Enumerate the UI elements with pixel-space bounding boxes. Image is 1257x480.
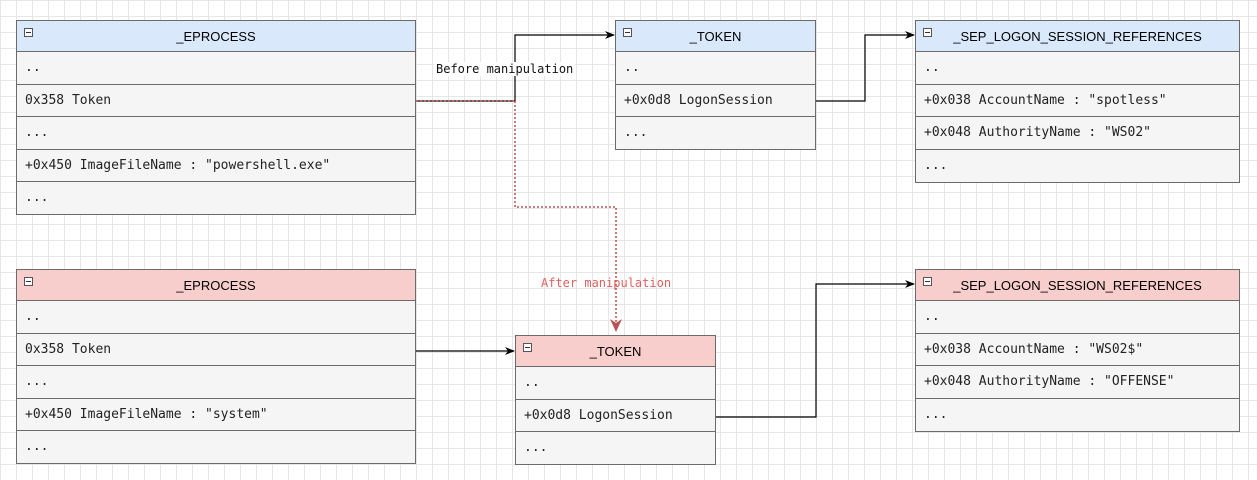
collapse-icon[interactable] bbox=[923, 28, 932, 37]
collapse-icon[interactable] bbox=[923, 277, 932, 286]
eprocess-bottom-header: _EPROCESS bbox=[17, 270, 415, 301]
table-row: .. bbox=[17, 301, 415, 334]
table-row: +0x038 AccountName : "WS02$" bbox=[916, 334, 1239, 366]
table-row: +0x450 ImageFileName : "system" bbox=[17, 399, 415, 431]
eprocess-top-title: _EPROCESS bbox=[176, 29, 256, 44]
sep-top-header: _SEP_LOGON_SESSION_REFERENCES bbox=[916, 21, 1239, 52]
table-row: .. bbox=[916, 52, 1239, 85]
table-row: +0x450 ImageFileName : "powershell.exe" bbox=[17, 150, 415, 182]
table-row: ... bbox=[17, 117, 415, 150]
sep-table-top[interactable]: _SEP_LOGON_SESSION_REFERENCES .. +0x038 … bbox=[915, 20, 1240, 183]
token-table-bottom[interactable]: _TOKEN .. +0x0d8 LogonSession ... bbox=[515, 335, 716, 465]
token-bottom-title: _TOKEN bbox=[589, 344, 642, 359]
table-row: .. bbox=[17, 52, 415, 85]
before-manipulation-label: Before manipulation bbox=[434, 62, 576, 76]
table-row: +0x0d8 LogonSession bbox=[516, 400, 715, 432]
table-row: ... bbox=[17, 366, 415, 399]
collapse-icon[interactable] bbox=[523, 343, 532, 352]
token-table-top[interactable]: _TOKEN .. +0x0d8 LogonSession ... bbox=[615, 20, 816, 150]
table-row: 0x358 Token bbox=[17, 334, 415, 366]
eprocess-bottom-title: _EPROCESS bbox=[176, 278, 256, 293]
table-row: +0x0d8 LogonSession bbox=[616, 85, 815, 117]
collapse-icon[interactable] bbox=[24, 28, 33, 37]
table-row: ... bbox=[25, 439, 49, 454]
arrow-token-to-sep-top bbox=[816, 31, 915, 102]
table-row: .. bbox=[916, 301, 1239, 334]
sep-bottom-title: _SEP_LOGON_SESSION_REFERENCES bbox=[953, 278, 1202, 293]
table-row: ... bbox=[25, 190, 49, 205]
token-top-header: _TOKEN bbox=[616, 21, 815, 52]
table-row: .. bbox=[616, 52, 815, 85]
table-row: ... bbox=[924, 157, 948, 173]
sep-table-bottom[interactable]: _SEP_LOGON_SESSION_REFERENCES .. +0x038 … bbox=[915, 269, 1240, 432]
table-row: .. bbox=[516, 367, 715, 400]
eprocess-table-bottom[interactable]: _EPROCESS .. 0x358 Token ... +0x450 Imag… bbox=[16, 269, 416, 464]
token-top-title: _TOKEN bbox=[689, 29, 742, 44]
sep-top-title: _SEP_LOGON_SESSION_REFERENCES bbox=[953, 29, 1202, 44]
table-row: 0x358 Token bbox=[17, 85, 415, 117]
collapse-icon[interactable] bbox=[623, 28, 632, 37]
collapse-icon[interactable] bbox=[24, 277, 33, 286]
arrow-manipulation bbox=[514, 101, 617, 332]
token-bottom-header: _TOKEN bbox=[516, 336, 715, 367]
after-manipulation-label: After manipulation bbox=[541, 276, 672, 290]
arrow-token-to-sep-bottom bbox=[716, 280, 915, 418]
table-row: +0x048 AuthorityName : "WS02" bbox=[916, 117, 1239, 150]
table-row: ... bbox=[624, 125, 648, 140]
table-row: ... bbox=[524, 440, 548, 455]
eprocess-table-top[interactable]: _EPROCESS .. 0x358 Token ... +0x450 Imag… bbox=[16, 20, 416, 215]
table-row: ... bbox=[924, 406, 948, 422]
table-row: +0x038 AccountName : "spotless" bbox=[916, 85, 1239, 117]
table-row: +0x048 AuthorityName : "OFFENSE" bbox=[916, 366, 1239, 399]
eprocess-top-header: _EPROCESS bbox=[17, 21, 415, 52]
arrow-manipulation-head bbox=[610, 319, 622, 332]
sep-bottom-header: _SEP_LOGON_SESSION_REFERENCES bbox=[916, 270, 1239, 301]
